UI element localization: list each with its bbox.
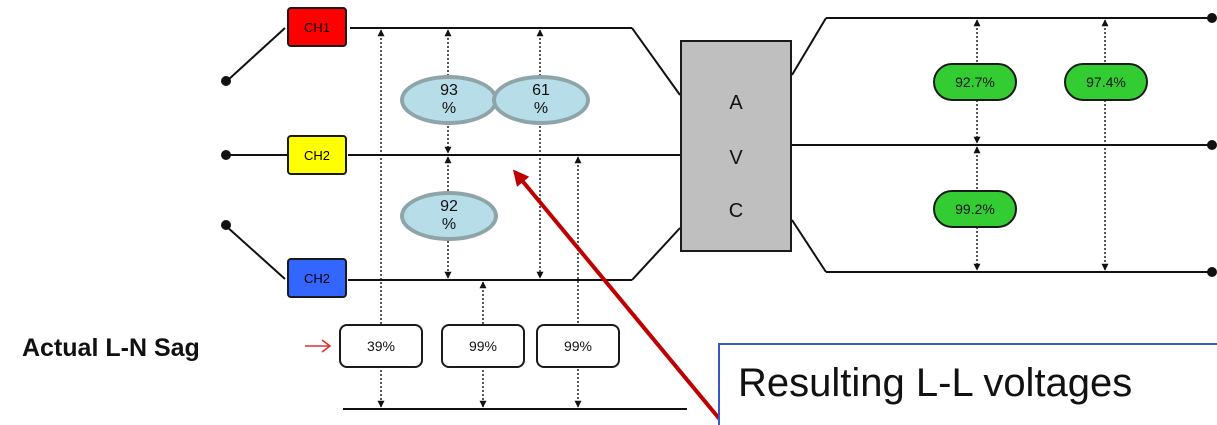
pointer-arrow <box>512 169 724 424</box>
input-terminal-1 <box>221 76 231 86</box>
channel-2-box: CH2 <box>287 135 347 175</box>
input-ll-oval-2: 61 % <box>492 75 590 125</box>
sag-label-arrow <box>305 339 332 353</box>
output-ll-pill-1: 92.7% <box>933 63 1017 101</box>
output-ll-pill-3: 99.2% <box>933 190 1017 228</box>
sag-box-3: 99% <box>536 324 620 368</box>
sag-box-1: 39% <box>339 324 423 368</box>
input-ll-oval-2-text: 61 % <box>532 82 550 117</box>
sag-label: Actual L-N Sag <box>22 334 200 362</box>
channel-1-box: CH1 <box>287 7 347 47</box>
output-terminal-3 <box>1207 267 1217 277</box>
output-terminal-2 <box>1207 140 1217 150</box>
input-ll-oval-3: 92 % <box>400 191 498 241</box>
input-ll-oval-1-text: 93 % <box>440 82 458 117</box>
channel-3-box: CH2 <box>287 258 347 298</box>
output-wiring <box>791 17 1212 273</box>
avc-block: A V C <box>680 40 792 252</box>
output-terminal-1 <box>1207 13 1217 23</box>
output-ll-pill-2: 97.4% <box>1064 63 1148 101</box>
avc-letter-c: C <box>728 200 744 222</box>
result-box: Resulting L-L voltages <box>718 343 1217 425</box>
input-phase-3-wiring <box>225 225 681 281</box>
input-terminal-3 <box>221 220 231 230</box>
input-phase-1-wiring <box>227 27 681 96</box>
result-label: Resulting L-L voltages <box>738 361 1133 405</box>
input-terminal-2 <box>221 150 231 160</box>
avc-letter-v: V <box>729 147 743 169</box>
sag-box-2: 99% <box>441 324 525 368</box>
avc-letter-a: A <box>729 92 743 114</box>
input-ll-oval-3-text: 92 % <box>440 198 458 233</box>
input-ll-oval-1: 93 % <box>400 75 498 125</box>
